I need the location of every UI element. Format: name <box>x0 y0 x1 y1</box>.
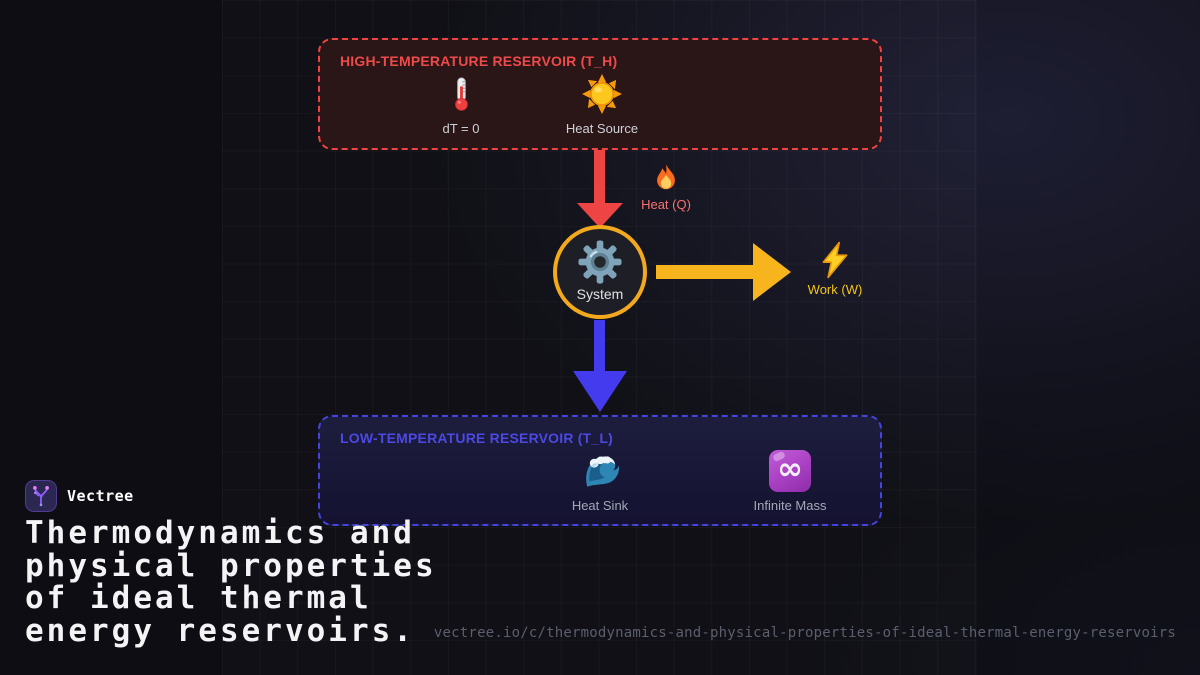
card-title-line-1: Thermodynamics and <box>25 515 415 551</box>
system-node: System <box>553 225 647 319</box>
infinite-mass-station-label: Infinite Mass <box>753 498 827 513</box>
high-reservoir-title: HIGH-TEMPERATURE RESERVOIR (T_H) <box>340 53 618 69</box>
card-title-line-3: of ideal thermal <box>25 580 372 617</box>
work-arrow-head <box>753 243 791 301</box>
card-title: Thermodynamics and physical properties o… <box>25 517 437 647</box>
heat-source-station-label: Heat Source <box>565 121 639 136</box>
sun-icon <box>537 72 667 116</box>
thermometer-station: dT = 0 <box>396 72 526 136</box>
card-title-line-4: energy reservoirs. <box>25 612 415 649</box>
vectree-logo-icon <box>33 485 49 507</box>
heat-sink-station-label: Heat Sink <box>571 498 629 513</box>
fire-icon <box>616 163 716 193</box>
gear-icon <box>577 238 623 286</box>
card-url: vectree.io/c/thermodynamics-and-physical… <box>433 625 1176 641</box>
work-arrow-line <box>656 265 754 279</box>
heat-flow-text: Heat (Q) <box>641 197 691 212</box>
high-temperature-reservoir-box: HIGH-TEMPERATURE RESERVOIR (T_H) dT = 0 <box>318 38 882 150</box>
infinity-icon: ∞ <box>769 450 811 492</box>
system-node-label: System <box>576 286 624 302</box>
cold-arrow-head <box>573 371 627 412</box>
card-title-line-2: physical properties <box>25 547 437 584</box>
heat-arrow-line <box>594 150 605 204</box>
wave-icon <box>535 449 665 493</box>
work-flow-label: Work (W) <box>785 241 885 297</box>
work-flow-text: Work (W) <box>807 282 863 297</box>
heat-flow-label: Heat (Q) <box>616 163 716 212</box>
heat-arrow-head <box>577 203 623 228</box>
heat-sink-station: Heat Sink <box>535 449 665 513</box>
vectree-logo <box>25 480 57 512</box>
lightning-icon <box>785 241 885 279</box>
thermometer-icon <box>396 72 526 116</box>
thermometer-station-label: dT = 0 <box>442 121 480 136</box>
cold-arrow-line <box>594 320 605 373</box>
infinity-glyph: ∞ <box>777 450 803 487</box>
infinite-mass-station: ∞ Infinite Mass <box>725 449 855 513</box>
brand-name: Vectree <box>67 487 134 505</box>
heat-source-station: Heat Source <box>537 72 667 136</box>
low-reservoir-title: LOW-TEMPERATURE RESERVOIR (T_L) <box>340 430 613 446</box>
low-temperature-reservoir-box: LOW-TEMPERATURE RESERVOIR (T_L) Heat Sin… <box>318 415 882 526</box>
